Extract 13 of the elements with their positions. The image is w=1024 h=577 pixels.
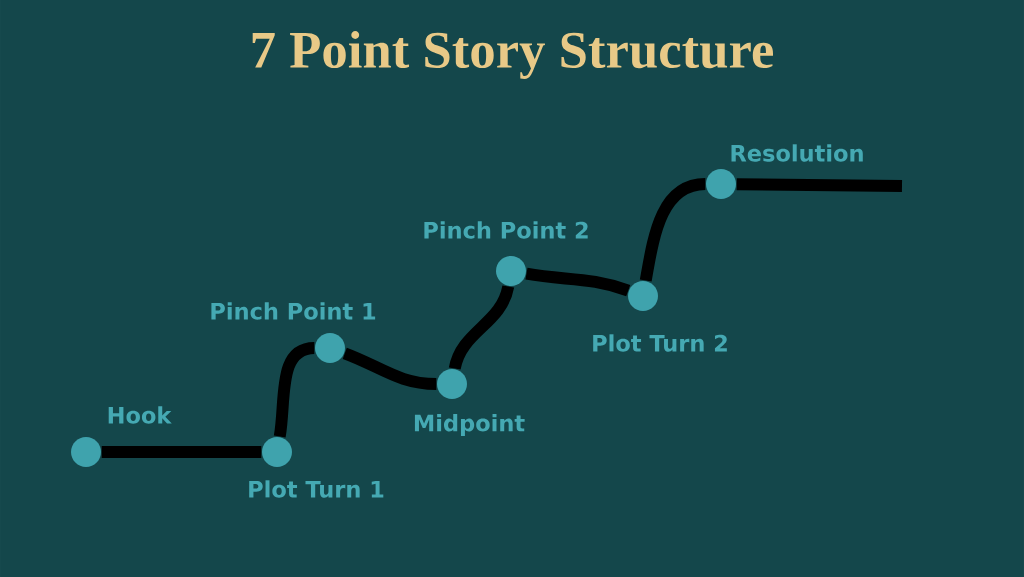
point-label: Midpoint	[414, 414, 525, 436]
point-label: Hook	[108, 406, 172, 424]
point-label: Pinch Point 1	[211, 302, 376, 320]
story-line	[448, 284, 515, 371]
point-label: Pinch Point 2	[424, 221, 588, 239]
point-label: Plot Turn 2	[593, 334, 727, 352]
story-line	[736, 178, 903, 192]
story-line	[342, 347, 437, 390]
point-label: Resolution	[731, 144, 863, 162]
title: 7 Point Story Structure	[252, 31, 773, 79]
story-line	[101, 446, 262, 458]
point-label: Plot Turn 1	[249, 480, 384, 498]
story-line	[525, 267, 631, 297]
